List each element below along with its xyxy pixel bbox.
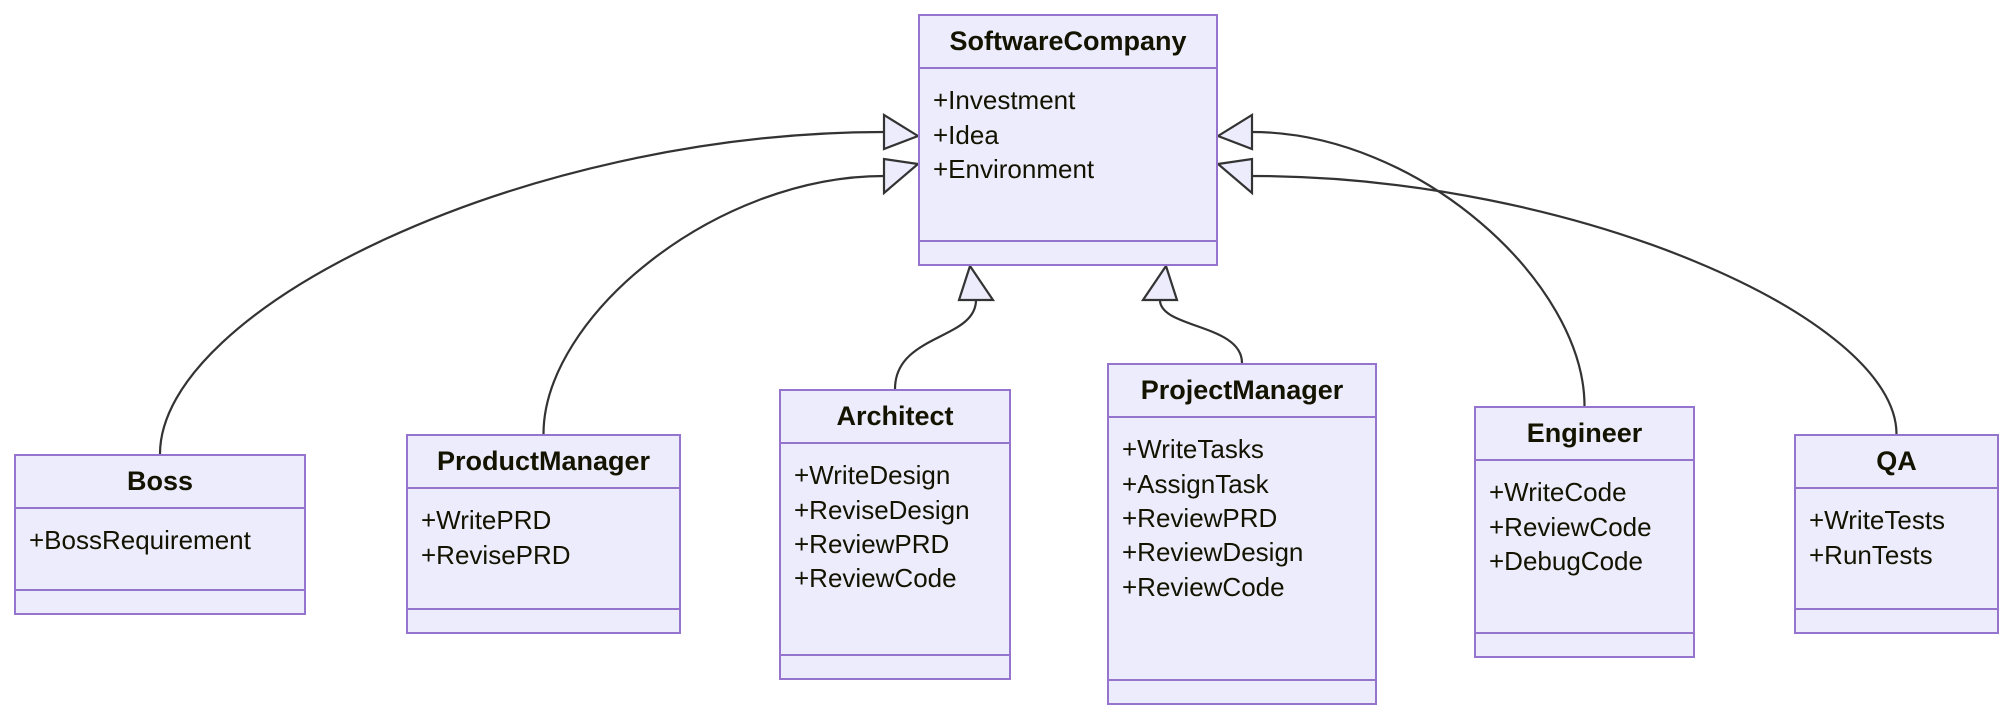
class-attribute: +AssignTask [1122, 468, 1269, 499]
class-attribute: +ReviewDesign [1122, 537, 1304, 568]
class-methods [1109, 681, 1375, 703]
class-attribute: +ReviewPRD [794, 528, 950, 559]
class-methods [1476, 634, 1693, 656]
uml-class-software-company[interactable]: SoftwareCompany+Investment+Idea+Environm… [918, 14, 1218, 266]
class-attribute: +WriteDesign [794, 460, 951, 491]
class-attribute: +ReviewCode [1122, 571, 1285, 602]
uml-class-engineer[interactable]: Engineer+WriteCode+ReviewCode+DebugCode [1474, 406, 1695, 658]
class-methods [1796, 610, 1997, 632]
class-attributes: +WriteDesign+ReviseDesign+ReviewPRD +Revi… [781, 444, 1009, 656]
uml-class-project-manager[interactable]: ProjectManager+WriteTasks+AssignTask+Rev… [1107, 363, 1377, 705]
class-methods [920, 242, 1216, 264]
class-attribute: +Investment [933, 85, 1076, 116]
class-attributes: +BossRequirement [16, 509, 304, 591]
class-attribute: +Idea [933, 119, 999, 150]
class-attributes: +WriteCode+ReviewCode+DebugCode [1476, 461, 1693, 634]
class-title: Architect [781, 391, 1009, 445]
class-attribute: +WritePRD [421, 505, 552, 536]
class-attribute: +WriteTests [1809, 505, 1946, 536]
class-attribute: +BossRequirement [29, 525, 251, 556]
class-attribute: +ReviewPRD [1122, 502, 1278, 533]
class-attribute: +ReviseDesign [794, 494, 970, 525]
uml-class-architect[interactable]: Architect+WriteDesign+ReviseDesign+Revie… [779, 389, 1011, 680]
class-methods [781, 656, 1009, 678]
class-attributes: +WritePRD+RevisePRD [408, 489, 679, 610]
class-attribute: +ReviewCode [1489, 511, 1652, 542]
class-attributes: +Investment+Idea+Environment [920, 69, 1216, 242]
class-title: SoftwareCompany [920, 16, 1216, 70]
uml-class-qa[interactable]: QA+WriteTests+RunTests [1794, 434, 1999, 634]
class-title: ProductManager [408, 436, 679, 490]
class-methods [16, 591, 304, 613]
class-title: ProjectManager [1109, 365, 1375, 419]
class-attribute: +RevisePRD [421, 539, 571, 570]
class-attribute: +Environment [933, 153, 1095, 184]
class-attribute: +WriteCode [1489, 477, 1627, 508]
class-title: Engineer [1476, 408, 1693, 462]
uml-class-boss[interactable]: Boss +BossRequirement [14, 454, 306, 615]
class-title: QA [1796, 436, 1997, 490]
class-attribute: +DebugCode [1489, 545, 1643, 576]
class-attribute: +ReviewCode [794, 563, 957, 594]
class-attributes: +WriteTests+RunTests [1796, 489, 1997, 610]
uml-class-product-manager[interactable]: ProductManager+WritePRD+RevisePRD [406, 434, 681, 634]
class-title: Boss [16, 456, 304, 510]
class-methods [408, 610, 679, 632]
class-attribute: +WriteTasks [1122, 434, 1264, 465]
class-attributes: +WriteTasks+AssignTask+ReviewPRD +ReviewD… [1109, 418, 1375, 681]
class-attribute: +RunTests [1809, 539, 1933, 570]
